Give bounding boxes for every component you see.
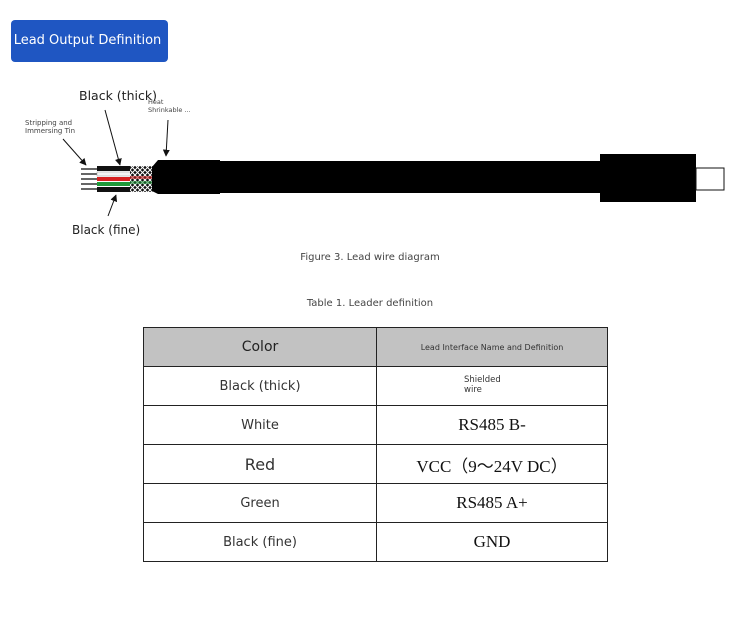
lead-wire-diagram: Black (thick) Heat Shrinkable ... Stripp… bbox=[25, 88, 725, 237]
row-definition: RS485 A+ bbox=[376, 483, 608, 523]
main-cable bbox=[218, 161, 602, 193]
table-row: Black (fine) GND bbox=[143, 522, 608, 562]
arrow-stripping bbox=[62, 138, 87, 166]
figure-caption: Figure 3. Lead wire diagram bbox=[300, 252, 440, 263]
inner-wires bbox=[96, 166, 132, 192]
table-row: White RS485 B- bbox=[143, 405, 608, 445]
row-definition: GND bbox=[376, 522, 608, 562]
header-color: Color bbox=[143, 327, 377, 367]
table-header-row: Color Lead Interface Name and Definition bbox=[143, 327, 608, 367]
label-heat-shrink-line2: Shrinkable ... bbox=[148, 106, 191, 114]
row-color: Black (thick) bbox=[143, 366, 377, 406]
connector-body bbox=[600, 154, 696, 202]
label-black-fine: Black (fine) bbox=[72, 223, 140, 237]
heat-shrink-tube bbox=[152, 160, 220, 194]
row-definition-line2: wire bbox=[464, 385, 482, 395]
arrow-black-thick bbox=[104, 109, 122, 166]
row-color: White bbox=[143, 405, 377, 445]
table-row: Red VCC（9～24V DC） bbox=[143, 444, 608, 484]
row-color: Green bbox=[143, 483, 377, 523]
row-color: Red bbox=[143, 444, 377, 484]
row-definition-line1: Shielded bbox=[464, 375, 501, 385]
arrow-heat-shrink bbox=[162, 119, 170, 157]
tinned-wire-tips bbox=[81, 168, 98, 190]
label-stripping-line1: Stripping and bbox=[25, 119, 72, 127]
label-stripping-line2: Immersing Tin bbox=[25, 127, 75, 135]
table-caption: Table 1. Leader definition bbox=[306, 298, 434, 309]
label-heat-shrink-line1: Heat bbox=[148, 98, 164, 106]
table-row: Green RS485 A+ bbox=[143, 483, 608, 523]
label-black-thick: Black (thick) bbox=[79, 88, 157, 103]
row-definition: RS485 B- bbox=[376, 405, 608, 445]
section-title-badge: Lead Output Definition bbox=[11, 20, 168, 62]
row-definition: VCC（9～24V DC） bbox=[376, 444, 608, 484]
header-definition: Lead Interface Name and Definition bbox=[376, 327, 608, 367]
arrow-black-fine bbox=[107, 194, 118, 217]
row-color: Black (fine) bbox=[143, 522, 377, 562]
lead-definition-table: Color Lead Interface Name and Definition… bbox=[143, 327, 608, 562]
connector-pin bbox=[695, 167, 725, 191]
